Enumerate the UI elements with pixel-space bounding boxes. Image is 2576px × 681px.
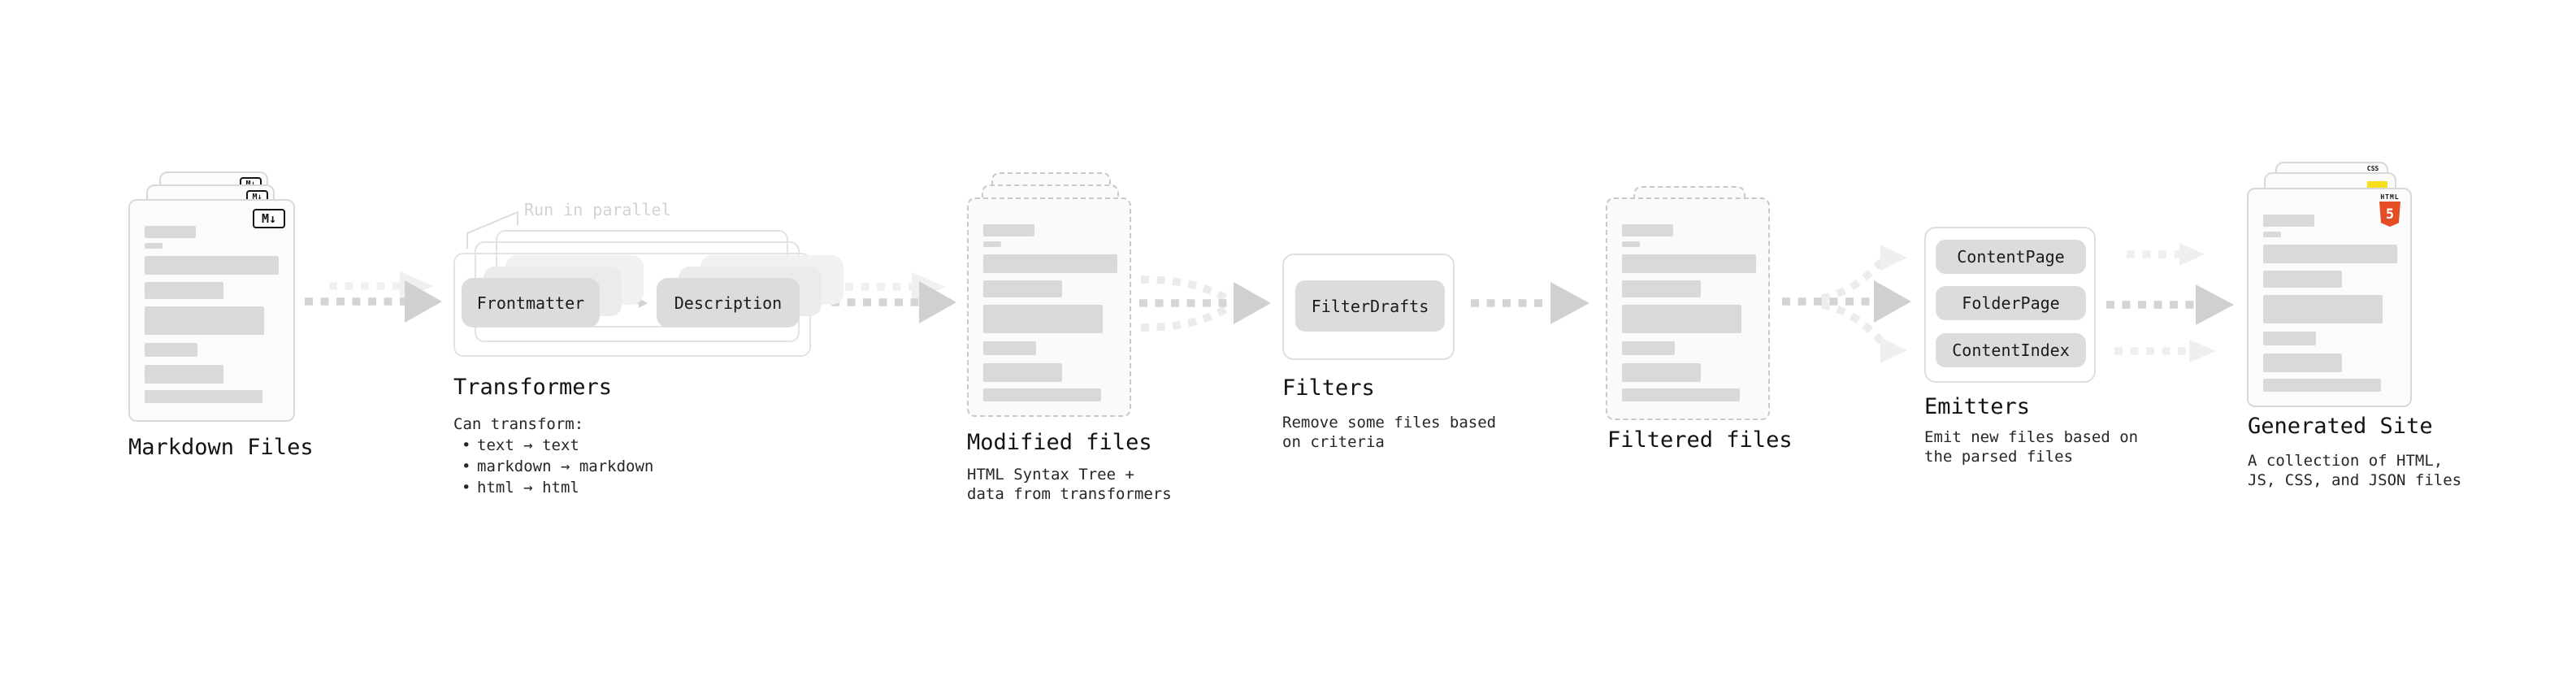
stage-title-filtered-files: Filtered files: [1607, 427, 1793, 453]
content-placeholder-bar: [145, 390, 262, 403]
content-placeholder-bar: [983, 388, 1101, 401]
bullet-marker: •: [462, 479, 471, 497]
content-placeholder-bar: [983, 224, 1034, 236]
modified-files-stack: [967, 172, 1131, 417]
content-placeholder-bar: [145, 243, 163, 249]
stage-title-filters: Filters: [1282, 375, 1375, 401]
filter-filterdrafts-box: FilterDrafts: [1295, 280, 1445, 332]
emitters-container: ContentPage FolderPage ContentIndex: [1924, 227, 2096, 383]
content-placeholder-bar: [145, 226, 196, 238]
content-placeholder-bar: [1622, 388, 1740, 401]
content-placeholder-bar: [983, 280, 1062, 297]
markdown-icon: M↓: [253, 209, 285, 228]
content-placeholder-bar: [145, 282, 223, 299]
content-placeholder-bar: [1622, 241, 1640, 247]
content-placeholder-bar: [2263, 295, 2383, 323]
bullet-marker: •: [462, 458, 471, 475]
content-placeholder-bar: [1622, 254, 1756, 273]
content-placeholder-bar: [2263, 245, 2397, 263]
run-in-parallel-annotation: Run in parallel: [524, 200, 671, 219]
file-card: M↓: [128, 199, 295, 422]
arrow-filtered-to-emitters: [1782, 245, 1911, 363]
content-placeholder-bar: [2263, 232, 2281, 237]
run-in-parallel-callout-line: [466, 210, 518, 249]
content-placeholder-bar: [145, 343, 197, 357]
file-card: [1606, 197, 1770, 420]
file-card: [967, 197, 1131, 417]
content-placeholder-bar: [983, 341, 1036, 355]
emitter-contentpage-box: ContentPage: [1936, 240, 2086, 274]
content-placeholder-bar: [983, 363, 1062, 382]
content-placeholder-bar: [2263, 332, 2316, 345]
html5-shield: 5: [2379, 202, 2400, 227]
html5-icon: HTML 5: [2378, 193, 2402, 227]
transformers-bullet: •html → html: [462, 479, 579, 497]
content-placeholder-bar: [983, 241, 1001, 247]
transformers-bullet: •text → text: [462, 436, 579, 454]
content-placeholder-bar: [2263, 379, 2381, 392]
stage-title-emitters: Emitters: [1924, 394, 2031, 419]
filtered-files-stack: [1606, 186, 1770, 420]
content-placeholder-bar: [145, 256, 279, 275]
stage-title-generated-site: Generated Site: [2248, 414, 2433, 439]
emitters-description: Emit new files based on the parsed files: [1924, 428, 2139, 466]
stage-title-markdown-files: Markdown Files: [128, 435, 314, 460]
transformer-description-box: Description: [657, 278, 800, 327]
content-placeholder-bar: [983, 254, 1117, 273]
arrow-emitters-to-generated: [2106, 243, 2234, 362]
stage-title-modified-files: Modified files: [967, 430, 1152, 455]
content-placeholder-bar: [2263, 271, 2342, 288]
content-placeholder-bar: [1622, 341, 1675, 355]
transformers-description: Can transform: •text → text •markdown → …: [453, 414, 653, 498]
content-placeholder-bar: [145, 365, 223, 384]
filters-description: Remove some files based on criteria: [1282, 414, 1497, 451]
js-icon: [2367, 181, 2387, 190]
modified-files-description: HTML Syntax Tree + data from transformer…: [967, 466, 1172, 503]
content-placeholder-bar: [2263, 215, 2314, 227]
stage-title-transformers: Transformers: [453, 375, 613, 400]
generated-site-description: A collection of HTML, JS, CSS, and JSON …: [2248, 452, 2462, 489]
content-placeholder-bar: [1622, 280, 1701, 297]
markdown-files-stack: M↓ M↓ M↓: [128, 171, 295, 422]
content-placeholder-bar: [983, 305, 1103, 333]
arrow-modified-to-filters: [1139, 275, 1271, 332]
arrow-transformers-to-modified: [831, 272, 956, 323]
transformers-intro: Can transform:: [453, 415, 584, 433]
arrow-markdown-to-transformers: [305, 271, 442, 323]
arrow-filters-to-filtered: [1471, 282, 1589, 324]
emitter-folderpage-box: FolderPage: [1936, 286, 2086, 320]
content-placeholder-bar: [1622, 305, 1741, 333]
content-placeholder-bar: [2263, 354, 2342, 372]
generated-site-stack: CSS HTML 5: [2247, 162, 2412, 407]
emitter-contentindex-box: ContentIndex: [1936, 333, 2086, 367]
transformers-bullet: •markdown → markdown: [462, 458, 654, 475]
filters-container: FilterDrafts: [1282, 254, 1455, 360]
content-placeholder-bar: [1622, 363, 1701, 382]
content-placeholder-bar: [1622, 224, 1673, 236]
transformer-frontmatter-box: Frontmatter: [462, 278, 600, 327]
content-placeholder-bar: [145, 306, 264, 335]
file-card: HTML 5: [2247, 188, 2412, 407]
bullet-marker: •: [462, 436, 471, 454]
